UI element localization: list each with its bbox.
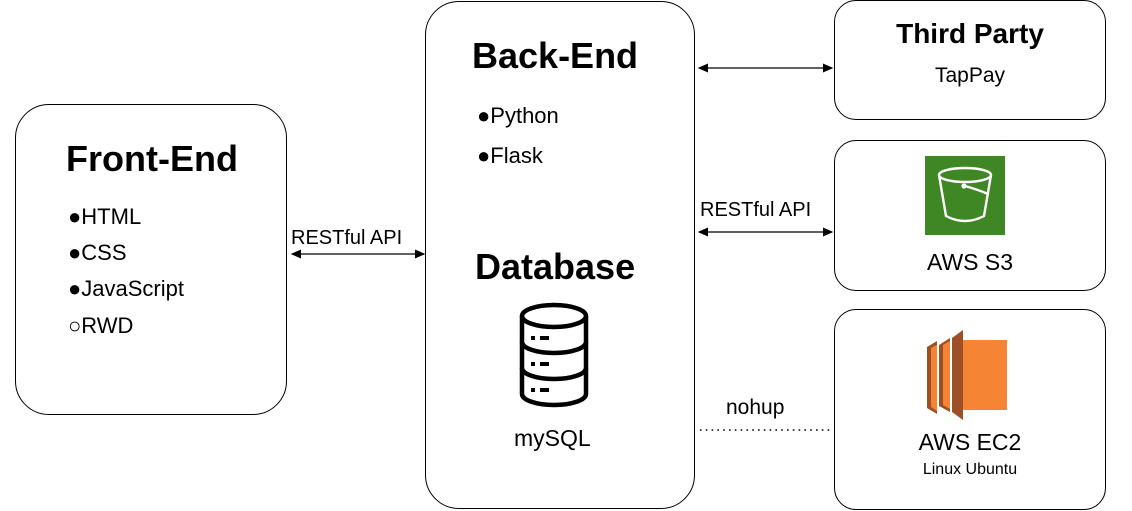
third-party-subtitle: TapPay	[934, 64, 1006, 87]
aws-s3-label: AWS S3	[926, 249, 1014, 275]
frontend-box	[15, 104, 287, 415]
backend-box	[425, 1, 695, 509]
backend-ec2-label: nohup	[726, 396, 785, 419]
frontend-item: ○RWD	[68, 313, 134, 338]
third-party-box	[834, 0, 1106, 120]
third-party-title: Third Party	[896, 18, 1044, 49]
frontend-item: ●HTML	[68, 204, 142, 229]
backend-item: ●Flask	[477, 143, 543, 168]
frontend-item: ●CSS	[68, 240, 127, 265]
backend-s3-label: RESTful API	[700, 199, 812, 221]
backend-title: Back-End	[472, 35, 639, 76]
aws-ec2-icon	[927, 330, 1007, 420]
database-icon	[519, 302, 589, 408]
database-title: Database	[475, 246, 636, 287]
frontend-backend-label: RESTful API	[291, 227, 403, 249]
database-label: mySQL	[514, 425, 591, 451]
backend-item: ●Python	[477, 103, 559, 128]
aws-ec2-sublabel: Linux Ubuntu	[922, 461, 1018, 478]
frontend-item: ●JavaScript	[68, 276, 184, 301]
aws-s3-bucket-icon	[925, 156, 1005, 235]
aws-ec2-label: AWS EC2	[918, 429, 1022, 455]
frontend-title: Front-End	[66, 138, 238, 179]
